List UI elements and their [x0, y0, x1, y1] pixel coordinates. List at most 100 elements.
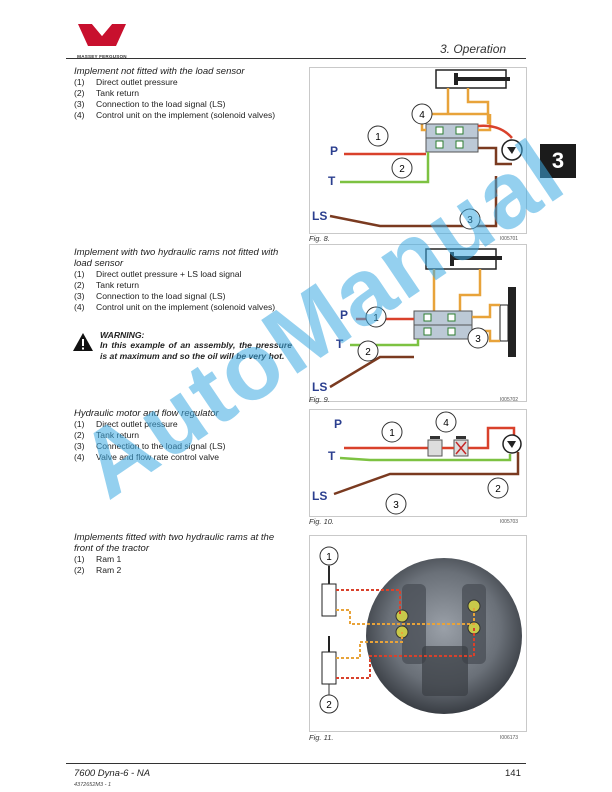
callout-1-label: 1	[326, 552, 332, 563]
callout-4-label: 4	[443, 418, 449, 429]
figure-10-caption: Fig. 10.	[309, 517, 335, 526]
label-t: T	[328, 449, 336, 463]
ram-2-hose	[336, 632, 403, 659]
figure-9-svg: 1 2 3 P T LS	[312, 248, 516, 394]
figure-11-code: I006173	[500, 735, 519, 741]
tank-line	[339, 454, 512, 462]
warning-triangle-icon	[73, 333, 93, 351]
section-implement-no-load-sensor: Implement not fitted with the load senso…	[74, 66, 292, 121]
figure-8-code: I005701	[500, 236, 519, 242]
list-item: (1)Ram 1	[74, 554, 122, 564]
figure-11-svg: 1 2	[319, 546, 522, 714]
list-item: (2)Tank return	[74, 430, 139, 440]
callout-2	[487, 477, 509, 499]
callout-4	[411, 103, 433, 125]
callout-3	[385, 493, 407, 515]
callout-2	[357, 340, 379, 362]
callout-3	[467, 327, 489, 349]
section-title: Implement not fitted with the load senso…	[74, 66, 245, 77]
list-item: (1)Direct outlet pressure	[74, 77, 178, 87]
coupler-icon	[395, 609, 409, 623]
figure-10-diagram: 1 2 3 4 P T LS	[309, 409, 527, 517]
massey-ferguson-logo-icon	[78, 24, 126, 46]
solenoid-valve-block	[425, 123, 479, 139]
list-item: (3)Connection to the load signal (LS)	[74, 441, 226, 451]
list-item: (2)Ram 2	[74, 565, 122, 575]
valve-icon	[427, 439, 443, 457]
chapter-tab: 3	[540, 144, 576, 178]
callout-1	[365, 306, 387, 328]
callout-1-label: 1	[389, 428, 395, 439]
figure-11-caption: Fig. 11.	[309, 733, 334, 742]
list-item: (1)Direct outlet pressure	[74, 419, 178, 429]
figure-9-diagram: 1 2 3 P T LS	[309, 244, 527, 402]
tank-line	[340, 152, 430, 184]
callout-2-label: 2	[326, 700, 332, 711]
section-title: Implements fitted with two hydraulic ram…	[74, 532, 275, 554]
callout-2-label: 2	[495, 484, 501, 495]
section-two-rams-no-load-sensor: Implement with two hydraulic rams not fi…	[74, 247, 292, 313]
label-t: T	[336, 337, 344, 351]
footer-divider	[66, 763, 526, 764]
brand-logo: MASSEY FERGUSON	[66, 22, 138, 59]
callout-1	[367, 125, 389, 147]
callout-1-label: 1	[373, 313, 379, 324]
ram-1	[321, 583, 337, 617]
control-lines	[446, 88, 490, 114]
figure-11-diagram: 1 2	[309, 535, 527, 732]
label-ls: LS	[312, 209, 327, 223]
warning-title: WARNING:	[100, 330, 145, 340]
section-front-rams: Implements fitted with two hydraulic ram…	[74, 532, 292, 576]
label-ls: LS	[312, 489, 327, 503]
ram-2	[508, 287, 516, 357]
callout-4	[435, 411, 457, 433]
label-p: P	[334, 417, 342, 431]
ls-line	[329, 176, 498, 228]
section-list: (1)Direct outlet pressure + LS load sign…	[74, 269, 292, 313]
list-item: (4)Valve and flow rate control valve	[74, 452, 220, 462]
figure-8-diagram: 1 2 3 4 P T LS	[309, 67, 527, 234]
callout-3-label: 3	[393, 500, 399, 511]
callout-3-label: 3	[475, 334, 481, 345]
callout-1-label: 1	[375, 132, 381, 143]
callout-2	[391, 157, 413, 179]
section-list: (1)Direct outlet pressure (2)Tank return…	[74, 419, 292, 463]
footer-model: 7600 Dyna-6 - NA	[74, 768, 151, 779]
label-t: T	[328, 174, 336, 188]
section-title: Implement with two hydraulic rams not fi…	[74, 247, 279, 269]
figure-10-svg: 1 2 3 4 P T LS	[312, 411, 522, 515]
list-item: (3)Connection to the load signal (LS)	[74, 291, 226, 301]
section-list: (1)Ram 1 (2)Ram 2	[74, 554, 292, 576]
callout-3-label: 3	[467, 215, 473, 226]
section-hydraulic-motor: Hydraulic motor and flow regulator (1)Di…	[74, 408, 292, 463]
section-title: Hydraulic motor and flow regulator	[74, 408, 219, 419]
figure-10-code: I005703	[500, 519, 519, 525]
figure-8-svg: 1 2 3 4 P T LS	[312, 69, 523, 230]
list-item: (1)Direct outlet pressure + LS load sign…	[74, 269, 242, 279]
list-item: (4)Control unit on the implement (soleno…	[74, 110, 276, 120]
list-item: (2)Tank return	[74, 88, 139, 98]
callout-1	[381, 421, 403, 443]
label-p: P	[330, 144, 338, 158]
callout-4-label: 4	[419, 110, 425, 121]
section-list: (1)Direct outlet pressure (2)Tank return…	[74, 77, 292, 121]
page-number: 141	[505, 768, 521, 779]
figure-9-code: I005702	[500, 397, 519, 403]
warning-box: WARNING: In this example of an assembly,…	[72, 330, 292, 362]
brand-name: MASSEY FERGUSON	[77, 54, 127, 59]
list-item: (3)Connection to the load signal (LS)	[74, 99, 226, 109]
callout-2-label: 2	[365, 347, 371, 358]
figure-9-caption: Fig. 9.	[309, 395, 330, 404]
ram-1-hose	[336, 589, 401, 616]
footer-doc-code: 4372652M3 - 1	[74, 782, 111, 788]
ram-2	[321, 651, 337, 685]
callout-3	[459, 208, 481, 230]
chapter-title: 3. Operation	[440, 42, 507, 56]
warning-text: In this example of an assembly, the pres…	[100, 340, 292, 361]
list-item: (2)Tank return	[74, 280, 139, 290]
ls-line	[329, 355, 414, 389]
header-divider	[66, 58, 526, 59]
ls-line	[333, 452, 520, 496]
label-p: P	[340, 308, 348, 322]
control-lines	[432, 269, 482, 311]
